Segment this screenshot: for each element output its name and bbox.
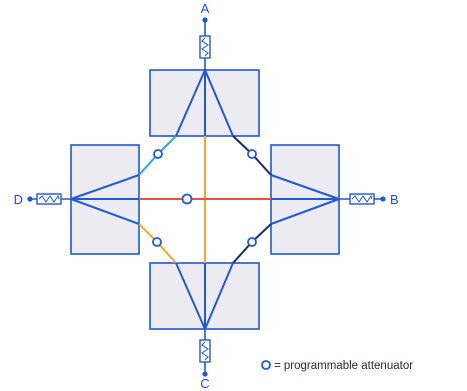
port-label-d: D bbox=[14, 192, 23, 207]
left-box-fan bbox=[70, 174, 140, 225]
resistor-icon bbox=[199, 35, 211, 59]
attenuator-circle-icon bbox=[247, 237, 257, 247]
port-terminal-icon bbox=[202, 371, 208, 377]
top-box-fan bbox=[175, 69, 234, 137]
resistor-icon bbox=[349, 193, 375, 205]
port-b: B bbox=[339, 192, 399, 207]
attenuator-circle-icon bbox=[152, 237, 162, 247]
port-c: C bbox=[199, 329, 211, 391]
legend-text: = programmable attenuator bbox=[274, 360, 413, 372]
port-a: A bbox=[199, 1, 211, 70]
port-label-b: B bbox=[390, 192, 399, 207]
attenuator-circle-icon bbox=[261, 360, 271, 370]
resistor-icon bbox=[36, 193, 62, 205]
port-label-c: C bbox=[200, 376, 209, 391]
port-terminal-icon bbox=[202, 17, 208, 23]
legend: = programmable attenuator bbox=[261, 360, 413, 372]
port-terminal-icon bbox=[27, 196, 33, 202]
attenuator-circle-icon bbox=[181, 193, 193, 205]
right-box-fan bbox=[270, 174, 340, 225]
bottom-box-fan bbox=[175, 262, 234, 330]
attenuator-circle-icon bbox=[247, 149, 257, 159]
port-terminal-icon bbox=[380, 196, 386, 202]
resistor-icon bbox=[199, 339, 211, 363]
attenuator-circle-icon bbox=[153, 149, 163, 159]
port-label-a: A bbox=[201, 1, 210, 16]
port-d: D bbox=[14, 192, 71, 207]
